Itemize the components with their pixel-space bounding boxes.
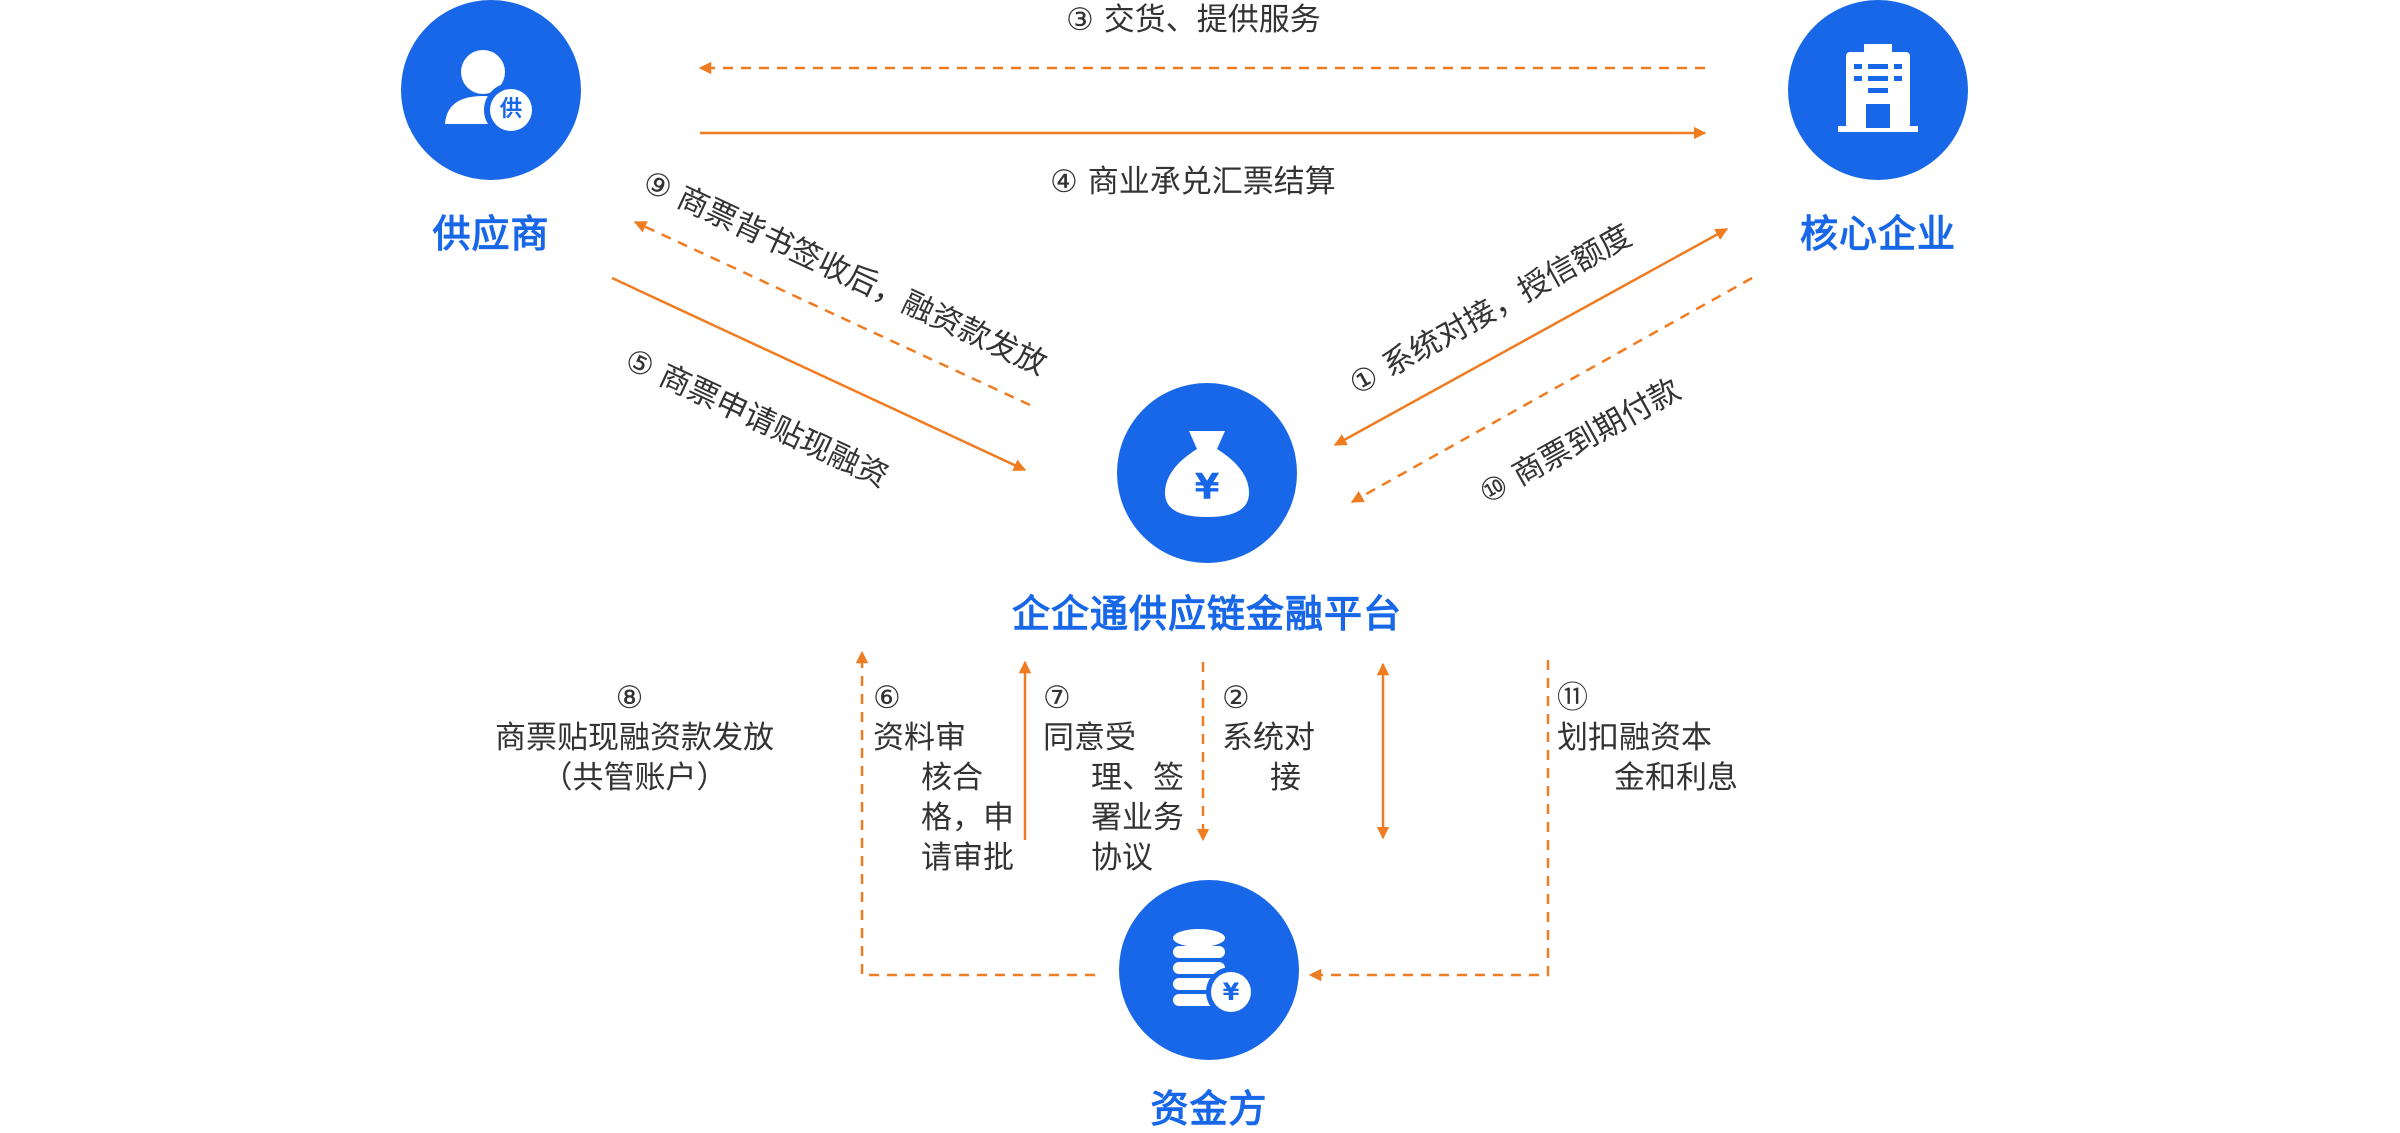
- platform-label: 企企通供应链金融平台: [1011, 592, 1403, 636]
- arrow-step-11: [1308, 660, 1550, 982]
- supplier-label: 供应商: [432, 212, 550, 256]
- arrow-step-10: [1350, 276, 1753, 504]
- core-enterprise-node: [1788, 0, 1968, 180]
- arrow-step-8: [855, 650, 1095, 977]
- core-enterprise-label: 核心企业: [1799, 212, 1957, 256]
- building-icon: [1838, 44, 1918, 132]
- supplier-person-icon: [445, 50, 538, 137]
- funder-yen-symbol: ¥: [1222, 978, 1240, 1006]
- arrow-step-9: [633, 220, 1031, 407]
- money-bag-icon: [1165, 431, 1249, 517]
- supplier-badge: 供: [499, 97, 522, 122]
- supplier-node: 供: [401, 0, 581, 180]
- arrow-step-1: [1333, 227, 1729, 447]
- platform-yen-symbol: ¥: [1194, 467, 1220, 508]
- funder-label: 资金方: [1150, 1087, 1268, 1131]
- platform-node: ¥: [1117, 383, 1297, 563]
- arrow-step-5: [611, 276, 1027, 472]
- coin-stack-icon: [1173, 929, 1256, 1017]
- funder-node: ¥: [1119, 880, 1299, 1060]
